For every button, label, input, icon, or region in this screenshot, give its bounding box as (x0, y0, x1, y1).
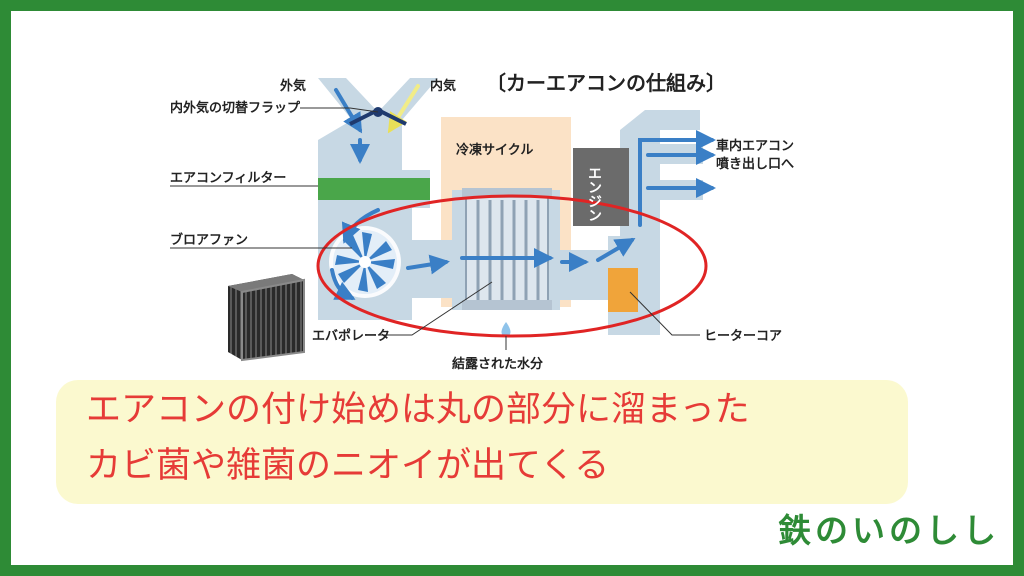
caption-line1: エアコンの付け始めは丸の部分に溜まった (86, 390, 750, 430)
label-outlet-line2: 噴き出し口へ (716, 156, 794, 172)
label-condensed-water: 結露された水分 (452, 356, 543, 372)
evaporator-photo (228, 274, 305, 362)
blower-fan (329, 226, 401, 298)
label-filter: エアコンフィルター (170, 171, 286, 186)
label-blower: ブロアファン (170, 232, 248, 248)
label-outlet-line1: 車内エアコン (716, 138, 794, 154)
water-droplet (501, 322, 511, 336)
label-heater-core: ヒーターコア (704, 329, 782, 344)
engine-box (573, 148, 629, 226)
diagram-title: 〔カーエアコンの仕組み〕 (486, 71, 726, 95)
caption-box: エアコンの付け始めは丸の部分に溜まった カビ菌や雑菌のニオイが出てくる (56, 380, 908, 504)
brand-logo-text: 鉄のいのしし (778, 511, 1000, 550)
heater-core-box (608, 268, 638, 312)
evaporator-core (462, 188, 552, 310)
label-evaporator: エバポレータ (312, 328, 390, 344)
label-engine: エンジン (586, 166, 602, 222)
label-refrigeration-cycle: 冷凍サイクル (456, 142, 533, 158)
leader-lines (170, 107, 700, 350)
label-inside-air: 内気 (430, 78, 456, 94)
air-filter (318, 178, 430, 200)
caption-line2: カビ菌や雑菌のニオイが出てくる (86, 446, 610, 486)
label-outside-air: 外気 (279, 78, 306, 94)
airflow-arrows (330, 84, 716, 300)
label-flap: 内外気の切替フラップ (170, 100, 301, 116)
highlight-circle (316, 194, 708, 338)
